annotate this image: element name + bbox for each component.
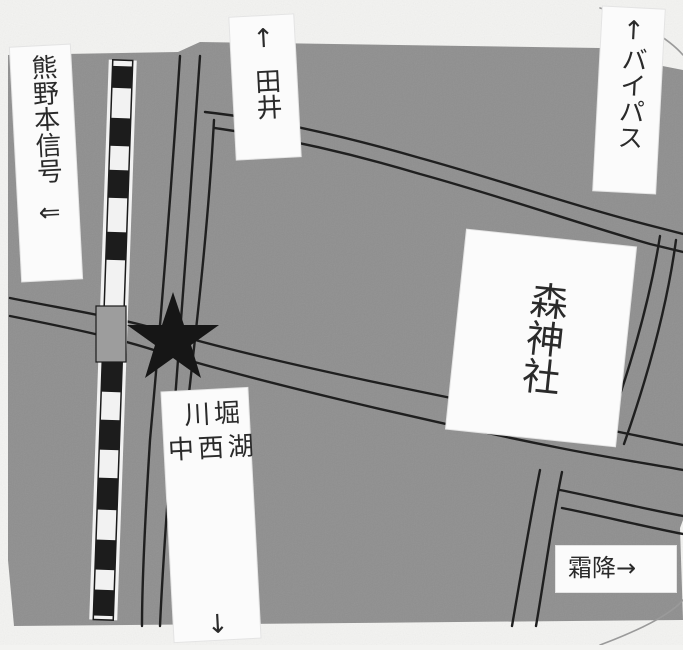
- label-tai: ↑ 田井: [229, 14, 301, 160]
- label-shrine-text: 森神社: [514, 279, 570, 398]
- map-outer-curve-bottom: [599, 599, 683, 646]
- road-se-east-edge: [534, 470, 564, 628]
- down-arrow-icon: ↓: [201, 609, 234, 641]
- road-vertical-west-edge: [140, 54, 182, 628]
- road-se-lower: [558, 488, 683, 518]
- road-ne-east-edge: [622, 238, 678, 446]
- label-bypass-text: ↑バイパス: [612, 15, 650, 151]
- label-kumano-station: 熊野本信号 ⇐: [9, 44, 83, 282]
- road-se-west-edge: [510, 468, 542, 628]
- label-bypass: ↑バイパス: [593, 6, 665, 194]
- up-arrow-icon: ↑: [247, 23, 280, 55]
- label-horikawa-text: 堀川: [179, 398, 241, 428]
- road-se-lower-2: [560, 506, 683, 536]
- label-shrine: 森神社: [446, 229, 636, 447]
- label-tai-text: 田井: [249, 67, 283, 121]
- label-horikawa-kosai: 堀川 湖西中 ↓: [161, 387, 261, 643]
- label-kumano-station-text: 熊野本信号: [26, 53, 64, 185]
- railway-icon: [89, 59, 137, 621]
- label-kosai-chu-text: 湖西中: [162, 431, 254, 463]
- label-shimofuri: 霜降→: [556, 546, 676, 592]
- star-icon: [127, 292, 219, 378]
- left-arrow-icon: ⇐: [33, 197, 66, 229]
- label-shimofuri-text: 霜降→: [568, 554, 637, 583]
- road-vertical-inner: [184, 118, 216, 422]
